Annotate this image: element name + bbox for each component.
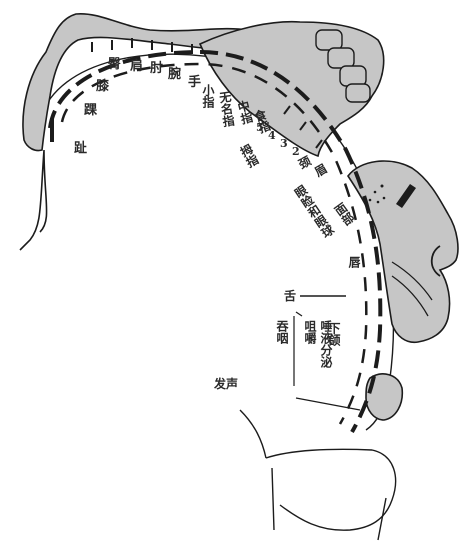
finger-4	[346, 84, 370, 102]
finger-3	[340, 66, 366, 86]
label-digit-3: 3	[280, 138, 288, 149]
label-wrist: 腕	[168, 68, 181, 81]
label-knee: 膝	[96, 80, 109, 93]
eyebrow-dot	[381, 185, 384, 188]
finger-1	[316, 30, 342, 50]
label-elbow: 肘	[150, 62, 163, 75]
label-little-finger: 小指	[202, 84, 214, 108]
label-chewing: 咀嚼	[304, 320, 316, 344]
tick-cheek	[296, 312, 302, 316]
label-ankle: 踝	[84, 104, 97, 117]
label-shoulder: 肩	[130, 60, 143, 73]
brain-outline	[20, 150, 47, 250]
brain-lower-outline	[240, 410, 396, 530]
label-hip: 臀	[108, 58, 121, 71]
label-hand: 手	[188, 76, 201, 89]
label-digit-4: 4	[268, 130, 276, 141]
face-figure	[348, 161, 458, 342]
label-vocalization: 发声	[214, 378, 238, 390]
finger-2	[328, 48, 354, 68]
label-toe: 趾	[74, 142, 87, 155]
label-swallowing: 吞咽	[276, 320, 288, 344]
label-tongue: 舌	[284, 290, 296, 302]
label-lips: 唇	[348, 256, 360, 268]
label-salivation: 唾液分泌	[320, 320, 332, 368]
label-digit-5: 5	[256, 122, 264, 133]
label-digit-2: 2	[292, 146, 300, 157]
